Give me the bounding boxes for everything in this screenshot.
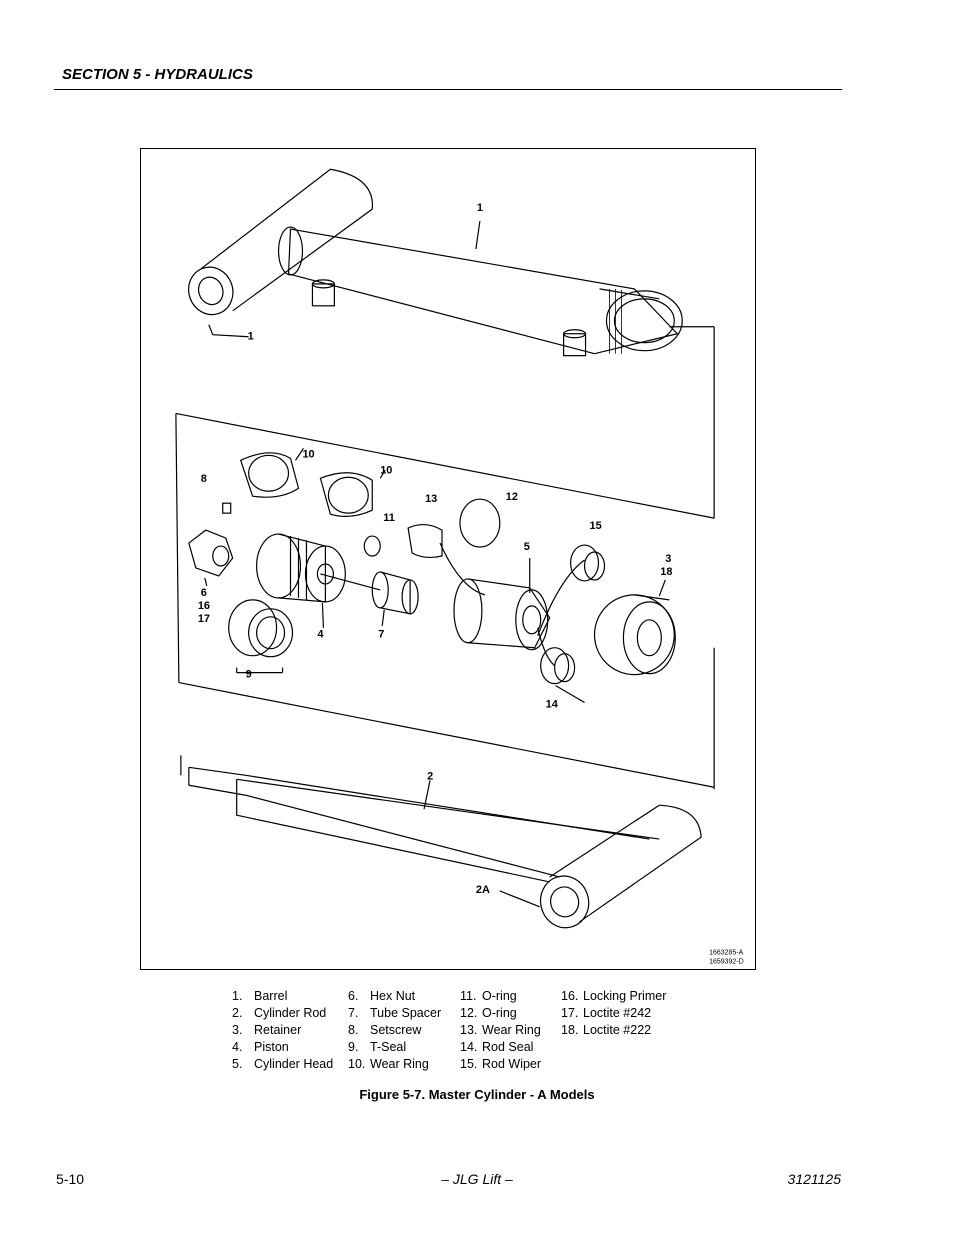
- callout-17: 17: [198, 613, 210, 625]
- legend-item-number: 11.: [460, 989, 477, 1003]
- section-title: SECTION 5 - HYDRAULICS: [62, 66, 253, 83]
- legend-item-number: 16.: [561, 989, 579, 1003]
- legend-column-1: 1. Barrel 2. Cylinder Rod 3. Retainer 4. Piston…: [232, 988, 333, 1073]
- legend-item-number: 6.: [348, 989, 359, 1003]
- legend-item-label: Piston: [254, 1040, 289, 1054]
- legend-item-number: 15.: [460, 1057, 478, 1071]
- legend-item: 10. Wear Ring: [348, 1056, 441, 1073]
- legend-item-label: Retainer: [254, 1023, 302, 1037]
- legend-item-label: Locking Primer: [583, 989, 667, 1003]
- legend-item-number: 10.: [348, 1057, 366, 1071]
- legend-item-number: 7.: [348, 1006, 359, 1020]
- callout-1-left: 1: [248, 331, 254, 343]
- legend-item-number: 2.: [232, 1006, 243, 1020]
- callout-9: 9: [246, 669, 252, 681]
- legend-item-number: 8.: [348, 1023, 359, 1037]
- header-rule: [54, 89, 842, 90]
- footer-publisher: – JLG Lift –: [441, 1171, 513, 1187]
- legend-item: 14. Rod Seal: [460, 1039, 541, 1056]
- page-number: 5-10: [56, 1171, 85, 1187]
- legend-item-label: Cylinder Head: [254, 1057, 334, 1071]
- legend-item: 6. Hex Nut: [348, 988, 441, 1005]
- legend-item-label: O-ring: [482, 1006, 517, 1020]
- document-number: 3121125: [787, 1171, 841, 1187]
- legend-item: 17. Loctite #242: [561, 1005, 666, 1022]
- legend-item-label: Setscrew: [370, 1023, 422, 1037]
- legend-item: 4. Piston: [232, 1039, 333, 1056]
- legend-item-label: Loctite #242: [583, 1006, 652, 1020]
- legend-item-label: Wear Ring: [370, 1057, 429, 1071]
- figure-illustration: 1 1 10 10 8 13 12 11 5 15 3 18 6 16 17 4…: [140, 148, 756, 970]
- legend-item-label: Tube Spacer: [370, 1006, 442, 1020]
- callout-14: 14: [546, 699, 559, 711]
- callout-10-right: 10: [380, 464, 392, 476]
- callout-2A: 2A: [476, 884, 490, 896]
- callout-3: 3: [665, 553, 671, 565]
- legend-item-number: 5.: [232, 1057, 243, 1071]
- callout-11: 11: [383, 512, 395, 524]
- legend-item-label: Loctite #222: [583, 1023, 652, 1037]
- figure-code-2: 1659392-D: [709, 959, 743, 966]
- callout-6: 6: [201, 587, 207, 599]
- legend-item: 11. O-ring: [460, 988, 541, 1005]
- legend-item: 7. Tube Spacer: [348, 1005, 441, 1022]
- callout-18: 18: [660, 566, 672, 578]
- legend-item-number: 18.: [561, 1023, 579, 1037]
- callout-16: 16: [198, 600, 210, 612]
- figure-caption: Figure 5-7. Master Cylinder - A Models: [359, 1087, 595, 1102]
- legend-item-number: 3.: [232, 1023, 243, 1037]
- legend-item: 8. Setscrew: [348, 1022, 441, 1039]
- legend-item-number: 9.: [348, 1040, 359, 1054]
- callout-4: 4: [317, 629, 324, 641]
- legend-item-label: O-ring: [482, 989, 517, 1003]
- legend-column-4: 16. Locking Primer 17. Loctite #242 18. Locti…: [561, 988, 666, 1039]
- callout-5: 5: [524, 541, 530, 553]
- legend-item-label: Hex Nut: [370, 989, 416, 1003]
- legend-item-label: Wear Ring: [482, 1023, 541, 1037]
- legend-item: 1. Barrel: [232, 988, 333, 1005]
- legend-item: 12. O-ring: [460, 1005, 541, 1022]
- callout-7: 7: [378, 629, 384, 641]
- callout-10-left: 10: [302, 448, 314, 460]
- callout-1-top: 1: [477, 202, 483, 214]
- legend-item: 9. T-Seal: [348, 1039, 441, 1056]
- rod-drawing: [180, 755, 715, 929]
- legend-column-3: 11. O-ring 12. O-ring 13. Wear Ring 14. Rod Sea…: [460, 988, 541, 1073]
- figure-code-1: 1663285-A: [709, 950, 743, 957]
- legend-item-label: T-Seal: [370, 1040, 407, 1054]
- callout-15: 15: [590, 520, 602, 532]
- legend-item: 18. Loctite #222: [561, 1022, 666, 1039]
- legend-item: 16. Locking Primer: [561, 988, 666, 1005]
- callout-8: 8: [201, 473, 207, 485]
- legend-item: 15. Rod Wiper: [460, 1056, 541, 1073]
- legend-column-2: 6. Hex Nut 7. Tube Spacer 8. Setscrew 9. T-Seal…: [348, 988, 441, 1073]
- legend-item-label: Cylinder Rod: [254, 1006, 327, 1020]
- callout-12: 12: [506, 491, 518, 503]
- legend-item-number: 4.: [232, 1040, 243, 1054]
- callout-13: 13: [425, 493, 437, 505]
- legend-item: 3. Retainer: [232, 1022, 333, 1039]
- legend-item: 5. Cylinder Head: [232, 1056, 333, 1073]
- legend-item-label: Rod Wiper: [482, 1057, 542, 1071]
- legend-item-number: 13.: [460, 1023, 478, 1037]
- legend-item: 13. Wear Ring: [460, 1022, 541, 1039]
- callout-2: 2: [427, 770, 433, 782]
- legend-item: 2. Cylinder Rod: [232, 1005, 333, 1022]
- legend-item-number: 14.: [460, 1040, 478, 1054]
- barrel-drawing: [188, 168, 715, 519]
- legend-item-number: 1.: [232, 989, 243, 1003]
- legend-item-label: Rod Seal: [482, 1040, 534, 1054]
- legend-item-label: Barrel: [254, 989, 288, 1003]
- parts-drawing: [175, 412, 715, 788]
- legend-item-number: 12.: [460, 1006, 478, 1020]
- legend-item-number: 17.: [561, 1006, 579, 1020]
